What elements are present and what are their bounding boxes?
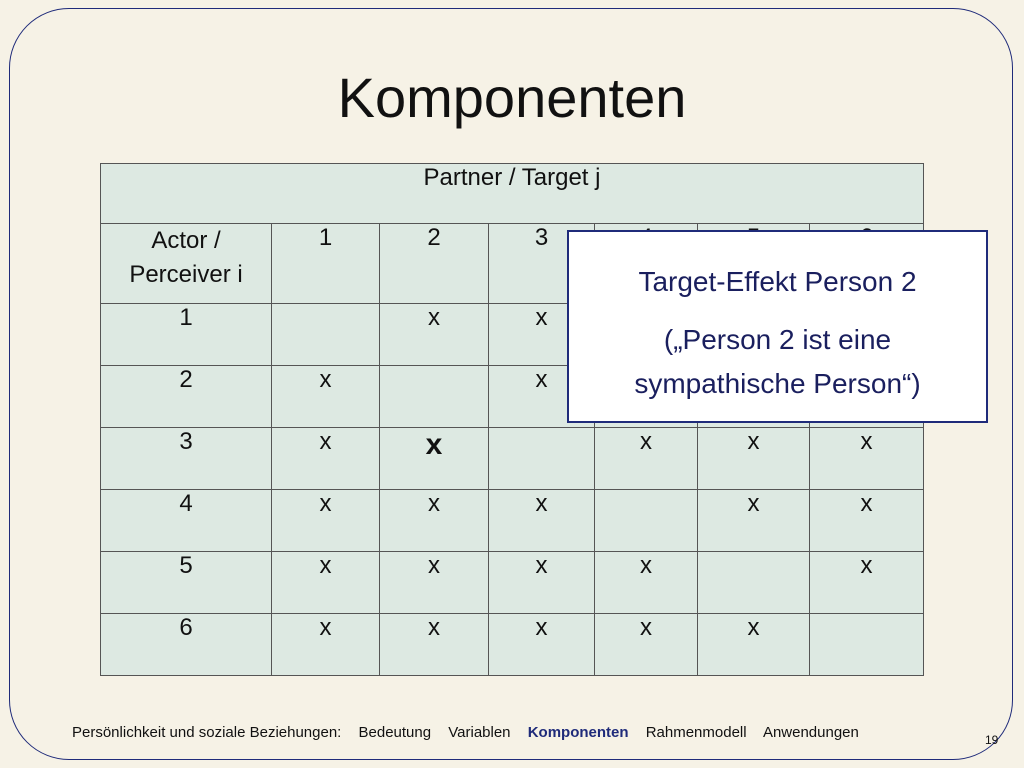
- table-cell: [488, 427, 595, 490]
- table-cell: x: [809, 489, 924, 552]
- column-header-1: 1: [271, 223, 380, 304]
- slide-title: Komponenten: [337, 66, 687, 129]
- row-label: 5: [100, 551, 272, 614]
- table-cell: x: [271, 427, 380, 490]
- table-cell: x: [271, 613, 380, 676]
- table-cell: x: [594, 551, 698, 614]
- table-cell: x: [488, 551, 595, 614]
- emphasized-cell: x: [379, 427, 489, 490]
- table-row: 3 x x x x x: [100, 427, 924, 490]
- table-cell: x: [697, 489, 810, 552]
- table-cell: [271, 303, 380, 366]
- table-cell: x: [594, 427, 698, 490]
- footer-navigation: Persönlichkeit und soziale Beziehungen: …: [72, 724, 872, 741]
- header-actor-perceiver: Actor / Perceiver i: [100, 223, 272, 304]
- row-label: 2: [100, 365, 272, 428]
- table-cell: [379, 365, 489, 428]
- table-cell: x: [594, 613, 698, 676]
- table-cell: x: [809, 427, 924, 490]
- header-partner-target: Partner / Target j: [100, 163, 924, 224]
- table-cell: x: [271, 365, 380, 428]
- table-cell: x: [379, 303, 489, 366]
- table-cell: x: [271, 551, 380, 614]
- table-row: 5 x x x x x: [100, 551, 924, 614]
- table-cell: [809, 613, 924, 676]
- footer-link-komponenten[interactable]: Komponenten: [527, 724, 629, 741]
- table-cell: [594, 489, 698, 552]
- table-cell: x: [488, 489, 595, 552]
- footer-link-anwendungen[interactable]: Anwendungen: [762, 724, 859, 741]
- table-cell: [697, 551, 810, 614]
- footer-link-bedeutung[interactable]: Bedeutung: [358, 724, 432, 741]
- table-cell: x: [488, 613, 595, 676]
- table-cell: x: [809, 551, 924, 614]
- target-effect-callout: Target-Effekt Person 2 („Person 2 ist ei…: [567, 230, 988, 423]
- row-label: 1: [100, 303, 272, 366]
- row-label: 3: [100, 427, 272, 490]
- column-header-2: 2: [379, 223, 489, 304]
- table-row: 6 x x x x x: [100, 613, 924, 676]
- row-label: 6: [100, 613, 272, 676]
- header-actor-line1: Actor /: [151, 227, 221, 254]
- callout-title: Target-Effekt Person 2: [638, 266, 917, 297]
- footer-link-variablen[interactable]: Variablen: [448, 724, 511, 741]
- table-row: 4 x x x x x: [100, 489, 924, 552]
- callout-line2: („Person 2 ist eine: [663, 324, 892, 355]
- table-cell: x: [379, 613, 489, 676]
- table-cell: x: [271, 489, 380, 552]
- table-cell: x: [697, 427, 810, 490]
- page-number: 19: [985, 733, 999, 747]
- table-cell: x: [379, 551, 489, 614]
- row-label: 4: [100, 489, 272, 552]
- footer-prefix: Persönlichkeit und soziale Beziehungen:: [72, 724, 342, 741]
- table-cell: x: [697, 613, 810, 676]
- header-actor-line2: Perceiver i: [129, 261, 243, 288]
- table-cell: x: [379, 489, 489, 552]
- callout-line3: sympathische Person“): [634, 368, 921, 399]
- footer-link-rahmenmodell[interactable]: Rahmenmodell: [645, 724, 747, 741]
